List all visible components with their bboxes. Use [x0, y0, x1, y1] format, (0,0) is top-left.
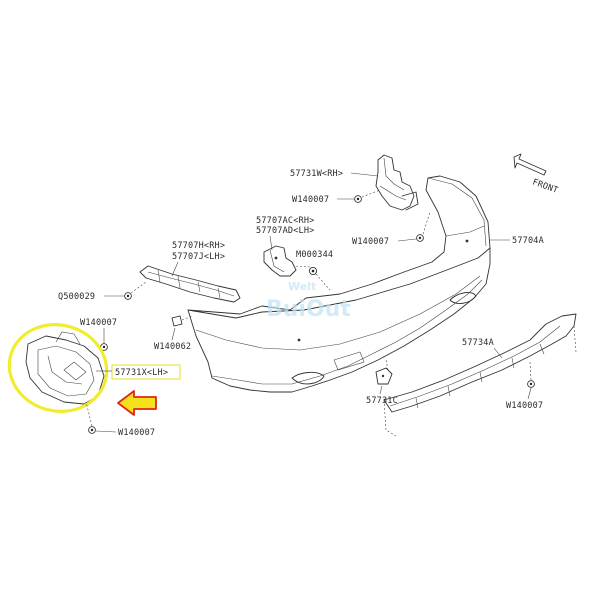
reinforcement-57734a: [383, 313, 577, 413]
bolt-w140007-top: [354, 195, 362, 203]
bracket-57707h-j: [139, 265, 241, 303]
label-57731w-rh: 57731W<RH>: [290, 169, 343, 179]
label-w140007-left: W140007: [80, 318, 117, 328]
highlight-ellipse: [7, 323, 109, 413]
label-w140007-top: W140007: [292, 195, 329, 205]
front-direction-marker: FRONT: [513, 153, 559, 196]
label-57734a: 57734A: [462, 338, 494, 348]
label-w140007-bottom: W140007: [118, 428, 155, 438]
front-label: FRONT: [531, 177, 559, 195]
bolt-w140007-right: [527, 380, 535, 388]
label-w140062: W140062: [154, 342, 191, 352]
label-57731c: 57731C: [366, 396, 398, 406]
bolt-w140062: [171, 315, 183, 327]
bracket-57731w: [375, 154, 419, 211]
label-57707j-lh: 57707J<LH>: [172, 252, 225, 262]
bolt-w140007-bottom: [88, 426, 96, 434]
highlight-label-box: [111, 364, 181, 380]
bolt-m000344: [308, 266, 317, 275]
label-57707h-rh: 57707H<RH>: [172, 241, 225, 251]
label-57707ac-rh: 57707AC<RH>: [256, 216, 315, 226]
bracket-57731c: [375, 367, 393, 385]
label-w140007-right: W140007: [506, 401, 543, 411]
rear-bumper-cover-57704a: [187, 175, 491, 393]
bracket-57707ac-ad: [263, 245, 297, 277]
label-57731x-lh: 57731X<LH>: [115, 368, 168, 378]
watermark-main-text: BuiOut: [266, 297, 351, 322]
label-m000344: M000344: [296, 250, 333, 260]
watermark: Welt BuiOut: [266, 280, 351, 322]
bolt-q500029: [124, 292, 132, 300]
bolt-w140007-mid: [416, 234, 424, 242]
front-arrow-icon: [513, 153, 547, 176]
label-w140007-mid: W140007: [352, 237, 389, 247]
bracket-57731x-lh: [25, 331, 105, 405]
label-57704a: 57704A: [512, 236, 544, 246]
highlight-arrow-icon: [117, 390, 157, 416]
label-57707ad-lh: 57707AD<LH>: [256, 226, 315, 236]
watermark-top-text: Welt: [288, 280, 316, 293]
label-q500029: Q500029: [58, 292, 95, 302]
